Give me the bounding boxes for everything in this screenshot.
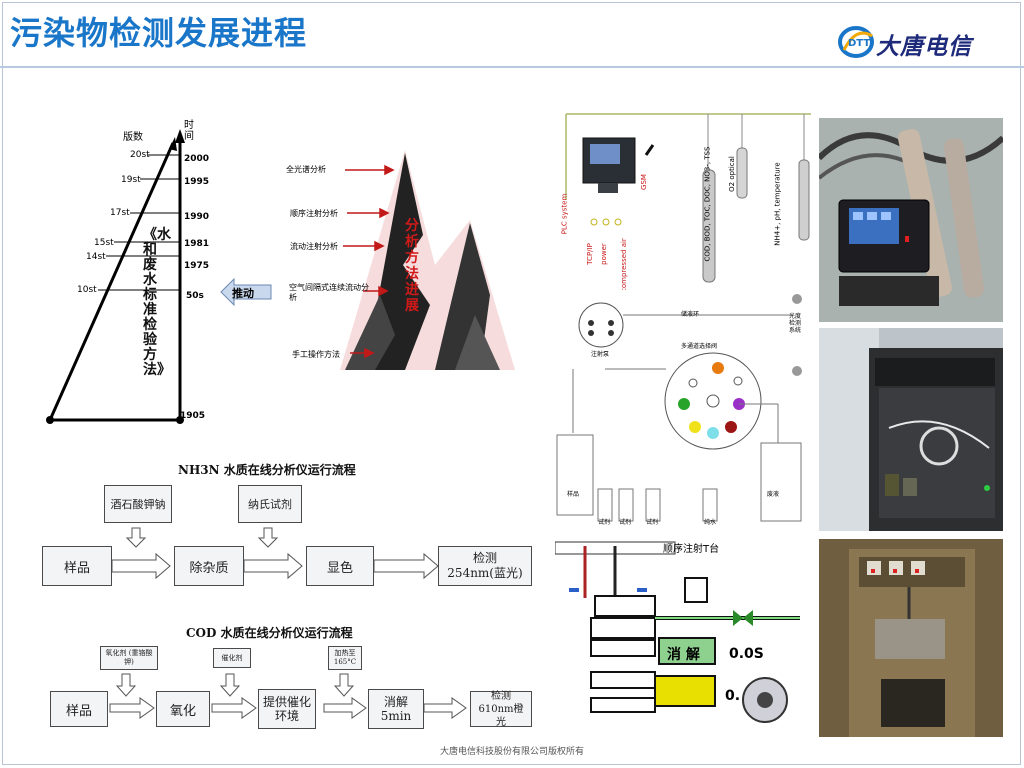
valve-sample-label: 样品 — [567, 491, 580, 498]
edition-15st: 15st — [94, 238, 114, 248]
label-gsm: GSM — [639, 174, 648, 190]
process-digest-label: 消 解 — [667, 647, 700, 663]
slide-title: 污染物检测发展进程 — [10, 14, 308, 52]
cod-step-detect: 检测 610nm橙光 — [470, 691, 532, 728]
level-manual: 手工操作方法 — [292, 350, 340, 359]
nh3n-step-detect: 检测 254nm(蓝光) — [438, 546, 532, 586]
edition-20st: 20st — [130, 150, 150, 160]
valve-waste-label: 废液 — [767, 491, 780, 498]
label-parameters: COD, BOD, TOC, DOC, NO3-, TSS — [703, 146, 712, 262]
logo-mark: DTT — [848, 38, 870, 49]
level-air-segmented: 空气间隔式连续流动分析 — [289, 283, 369, 302]
year-1975: 1975 — [184, 261, 210, 271]
level-sequential-injection: 顺序注射分析 — [290, 209, 338, 218]
level-full-spectrum: 全光谱分析 — [286, 165, 326, 174]
analyzer-photo-3 — [819, 539, 1003, 737]
edition-14st: 14st — [86, 252, 106, 262]
year-1905: 1905 — [180, 411, 206, 421]
process-top-label: 顺序注射T台 — [663, 544, 720, 555]
cod-step-sample: 样品 — [50, 691, 108, 727]
year-50s: 50s — [186, 291, 204, 301]
cod-step-oxidize: 氧化 — [156, 691, 210, 727]
label-tcpip: TCP/IP — [585, 243, 594, 265]
nh3n-step-sample: 样品 — [42, 546, 112, 586]
valve-top-label: 储液环 — [681, 311, 700, 318]
nh3n-flow-title: NH3N 水质在线分析仪运行流程 — [178, 463, 356, 477]
cod-reagent-heat: 加热至 165°C — [328, 646, 362, 670]
timeline-time-label: 时间 — [184, 120, 194, 142]
monitoring-system-diagram: PLC system TCP/IP power compressed air G… — [556, 110, 814, 290]
cod-arrows — [109, 673, 467, 719]
slide-footer: 大唐电信科技股份有限公司版权所有 — [439, 747, 584, 757]
valve-water: 纯水 — [704, 519, 717, 525]
push-label: 推动 — [232, 287, 254, 300]
analysis-mountain — [340, 150, 515, 370]
timeline-axes — [46, 129, 185, 424]
label-power: power — [599, 243, 608, 265]
year-1981: 1981 — [184, 239, 210, 249]
title-divider — [0, 66, 1024, 68]
valve-reagent-2: 试剂 — [619, 519, 632, 525]
edition-10st: 10st — [77, 285, 97, 295]
valve-reagent-1: 试剂 — [598, 519, 611, 525]
standard-methods-title: 《水和废水标准检验方法》 — [143, 227, 171, 378]
nh3n-step-remove-impurity: 除杂质 — [174, 546, 244, 586]
timeline-version-label: 版数 — [123, 132, 143, 143]
label-compressed-air: compressed air — [620, 238, 628, 290]
nh3n-reagent-2: 纳氏试剂 — [238, 485, 302, 523]
company-logo: DTT — [838, 26, 874, 58]
year-2000: 2000 — [184, 154, 210, 164]
process-time-2: 0. — [725, 688, 741, 704]
valve-selector-label: 多通道选择阀 — [681, 343, 718, 350]
edition-19st: 19st — [121, 175, 141, 185]
sequential-injection-diagram: 储液环 注射泵 多通道选择阀 样品 试剂 试剂 试剂 纯水 废液 光度检测系统 — [553, 293, 817, 525]
process-time-1: 0.0S — [729, 646, 764, 662]
cod-step-catalysis: 提供催化环境 — [258, 689, 316, 729]
valve-reagent-3: 试剂 — [646, 519, 659, 525]
nh3n-step-color: 显色 — [306, 546, 374, 586]
analyzer-photo-2 — [819, 328, 1003, 531]
analysis-progress-text: 分析方法进展 — [405, 218, 419, 314]
cod-reagent-catalyst: 催化剂 — [213, 648, 251, 668]
cod-flow-title: COD 水质在线分析仪运行流程 — [186, 626, 353, 640]
valve-photometer-label: 光度检测系统 — [789, 313, 802, 334]
logo-text: 大唐电信 — [876, 33, 972, 60]
digestion-process-diagram: 顺序注射T台 消 解 0.0S 0. — [555, 538, 817, 728]
label-nh4: NH4+, pH, temperature — [773, 162, 782, 246]
year-1995: 1995 — [184, 177, 210, 187]
cod-reagent-oxidant: 氧化剂 (重铬酸钾) — [100, 646, 158, 670]
cod-step-digest: 消解 5min — [368, 689, 424, 729]
nh3n-arrows — [111, 527, 439, 580]
year-1990: 1990 — [184, 212, 210, 222]
nh3n-reagent-1: 酒石酸钾钠 — [104, 485, 172, 523]
label-o2: O2 optical — [727, 156, 736, 192]
analyzer-photo-1 — [819, 118, 1003, 322]
valve-pump-label: 注射泵 — [591, 351, 610, 358]
edition-17st: 17st — [110, 208, 130, 218]
label-plc: PLC system — [560, 193, 569, 235]
level-flow-injection: 流动注射分析 — [290, 242, 338, 251]
push-arrow-icon — [220, 278, 272, 306]
